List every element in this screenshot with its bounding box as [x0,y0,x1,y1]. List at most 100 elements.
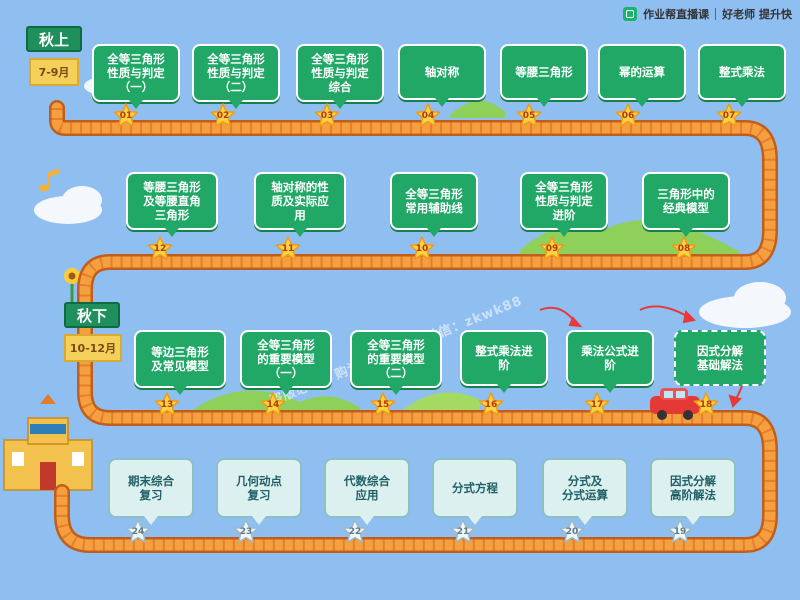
lesson-star-22: 22 [342,519,368,545]
lesson-card-13[interactable]: 等边三角形 及常见模型 [134,330,226,395]
lesson-star-20: 20 [559,519,585,545]
lesson-star-07: 07 [716,103,742,129]
star-icon [584,392,610,416]
lesson-star-21: 21 [450,519,476,545]
lesson-number: 18 [699,400,713,410]
card-pointer [129,100,143,109]
star-icon [409,236,435,260]
card-pointer [537,98,551,107]
lesson-title: 全等三角形 性质与判定 综合 [311,52,369,94]
lesson-title: 轴对称 [424,65,460,79]
lesson-star-18: 18 [693,392,719,418]
lesson-star-09: 09 [539,236,565,262]
card-pointer [735,98,749,107]
star-icon [539,236,565,260]
card-pointer [435,98,449,107]
lesson-card-08[interactable]: 三角形中的 经典模型 [642,172,730,237]
lesson-card-10[interactable]: 全等三角形 常用辅助线 [390,172,478,237]
lesson-title: 整式乘法进 阶 [475,344,533,372]
brand-header: 作业帮直播课 好老师 提升快 [623,4,792,24]
lesson-title: 因式分解 高阶解法 [670,474,716,502]
star-icon [415,103,441,127]
lesson-title: 等腰三角形 [515,65,573,79]
lesson-title: 全等三角形 性质与判定 （一） [107,52,165,94]
lesson-card-22[interactable]: 代数综合 应用 [324,458,410,525]
star-icon [210,103,236,127]
lesson-number: 03 [320,111,334,121]
star-icon [113,103,139,127]
star-icon [516,103,542,127]
lesson-card-01[interactable]: 全等三角形 性质与判定 （一） [92,44,180,109]
lesson-card-09[interactable]: 全等三角形 性质与判定 进阶 [520,172,608,237]
lesson-star-14: 14 [260,392,286,418]
lesson-card-23[interactable]: 几何动点 复习 [216,458,302,525]
lesson-star-17: 17 [584,392,610,418]
star-icon [125,519,151,543]
lesson-number: 04 [421,111,435,121]
lesson-star-03: 03 [314,103,340,129]
lesson-number: 01 [119,111,133,121]
lesson-number: 24 [131,527,145,537]
lesson-card-05[interactable]: 等腰三角形 [500,44,588,107]
lesson-number: 19 [673,527,687,537]
lesson-title: 全等三角形 性质与判定 进阶 [535,180,593,222]
card-pointer [252,516,266,525]
lesson-card-14[interactable]: 全等三角形 的重要模型 （一） [240,330,332,395]
lesson-number: 13 [160,400,174,410]
lesson-card-02[interactable]: 全等三角形 性质与判定 （二） [192,44,280,109]
lesson-number: 08 [677,244,691,254]
lesson-card-07[interactable]: 整式乘法 [698,44,786,107]
lesson-star-04: 04 [415,103,441,129]
star-icon [671,236,697,260]
card-pointer [686,516,700,525]
card-pointer [360,516,374,525]
lesson-card-17[interactable]: 乘法公式进 阶 [566,330,654,393]
lesson-number: 14 [266,400,280,410]
star-icon [559,519,585,543]
brand-name: 作业帮直播课 [643,8,710,21]
lesson-card-16[interactable]: 整式乘法进 阶 [460,330,548,393]
lesson-star-01: 01 [113,103,139,129]
lesson-card-11[interactable]: 轴对称的性 质及实际应 用 [254,172,346,237]
lesson-star-23: 23 [233,519,259,545]
star-icon [275,236,301,260]
lesson-card-03[interactable]: 全等三角形 性质与判定 综合 [296,44,384,109]
lesson-title: 乘法公式进 阶 [581,344,639,372]
lesson-card-24[interactable]: 期末综合 复习 [108,458,194,525]
lesson-card-04[interactable]: 轴对称 [398,44,486,107]
lesson-title: 全等三角形 的重要模型 （一） [257,338,315,380]
lesson-star-16: 16 [478,392,504,418]
lesson-card-18[interactable]: 因式分解 基础解法 [674,330,766,386]
lesson-card-12[interactable]: 等腰三角形 及等腰直角 三角形 [126,172,218,237]
lesson-number: 16 [484,400,498,410]
star-icon [147,236,173,260]
lesson-star-02: 02 [210,103,236,129]
lesson-card-19[interactable]: 因式分解 高阶解法 [650,458,736,525]
card-pointer [389,386,403,395]
lesson-card-06[interactable]: 幂的运算 [598,44,686,107]
card-pointer [635,98,649,107]
star-icon [615,103,641,127]
lesson-title: 幂的运算 [619,65,665,79]
lesson-number: 21 [456,527,470,537]
lesson-number: 06 [621,111,635,121]
lesson-star-12: 12 [147,236,173,262]
semester-months-fall-2: 10-12月 [64,334,122,362]
star-icon [342,519,368,543]
lesson-star-10: 10 [409,236,435,262]
lesson-star-24: 24 [125,519,151,545]
castle-illustration [3,394,93,491]
lesson-card-20[interactable]: 分式及 分式运算 [542,458,628,525]
card-pointer [497,384,511,393]
sunflower-illustration [64,268,80,306]
semester-months-fall-1: 7-9月 [29,58,79,86]
lesson-card-21[interactable]: 分式方程 [432,458,518,525]
star-icon [478,392,504,416]
lesson-star-11: 11 [275,236,301,262]
car-illustration [650,388,700,420]
lesson-title: 几何动点 复习 [236,474,282,502]
lesson-card-15[interactable]: 全等三角形 的重要模型 （二） [350,330,442,395]
music-note-icon [39,168,60,192]
lesson-number: 23 [239,527,253,537]
lesson-title: 全等三角形 性质与判定 （二） [207,52,265,94]
